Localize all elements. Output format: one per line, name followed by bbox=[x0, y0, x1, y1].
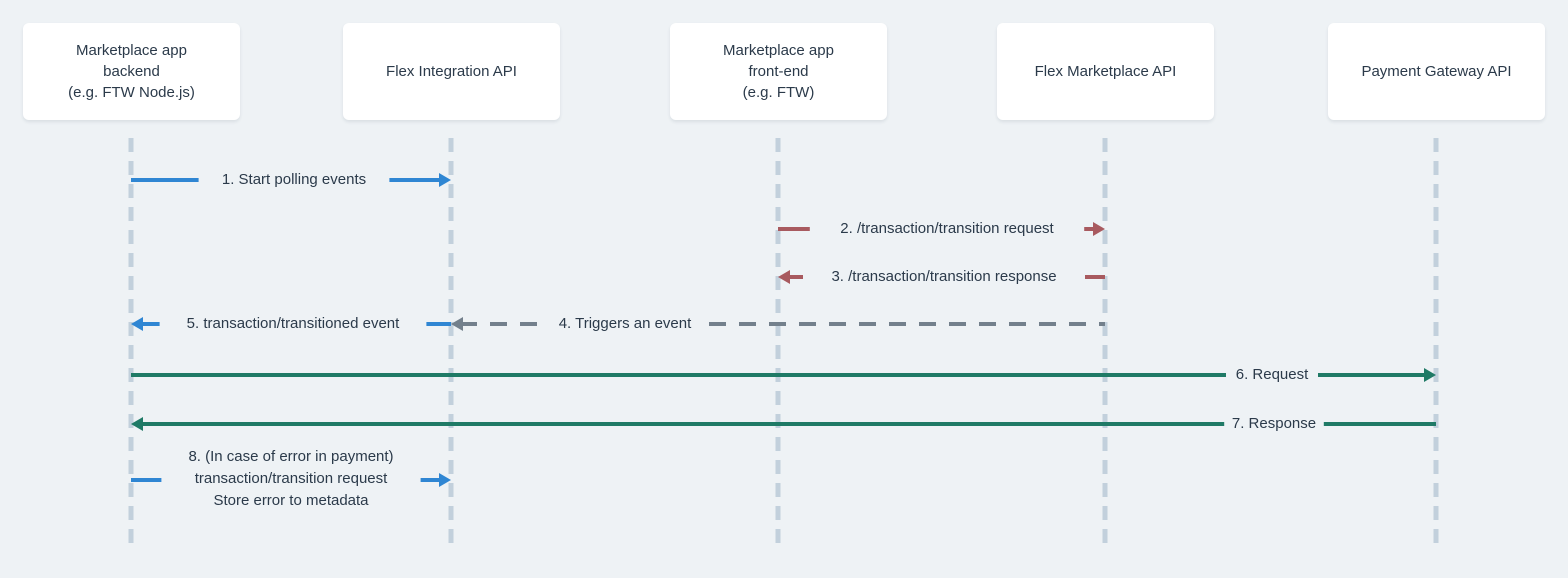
message-label-8: 8. (In case of error in payment) transac… bbox=[188, 448, 394, 509]
message-arrowhead-7 bbox=[131, 417, 143, 431]
message-arrowhead-1 bbox=[439, 173, 451, 187]
message-label-3: 3. /transaction/transition response bbox=[831, 268, 1057, 285]
message-label-5: 5. transaction/transitioned event bbox=[186, 315, 400, 332]
message-arrowhead-6 bbox=[1424, 368, 1436, 382]
message-arrowhead-3 bbox=[778, 270, 790, 284]
participant-label: Flex Integration API bbox=[386, 63, 517, 80]
message-arrowhead-5 bbox=[131, 317, 143, 331]
participant-label: Marketplace app front-end (e.g. FTW) bbox=[723, 42, 834, 101]
message-label-4: 4. Triggers an event bbox=[558, 315, 692, 332]
participant-label: Payment Gateway API bbox=[1361, 63, 1512, 80]
participant-marketplace[interactable]: Flex Marketplace API bbox=[997, 23, 1214, 120]
participant-integration[interactable]: Flex Integration API bbox=[343, 23, 560, 120]
message-arrowhead-8 bbox=[439, 473, 451, 487]
message-label-1: 1. Start polling events bbox=[221, 171, 367, 188]
message-label-2: 2. /transaction/transition request bbox=[840, 220, 1054, 237]
participant-gateway[interactable]: Payment Gateway API bbox=[1328, 23, 1545, 120]
participant-backend[interactable]: Marketplace app backend (e.g. FTW Node.j… bbox=[23, 23, 240, 120]
message-label-7: 7. Response bbox=[1231, 415, 1317, 432]
message-arrowhead-2 bbox=[1093, 222, 1105, 236]
participant-frontend[interactable]: Marketplace app front-end (e.g. FTW) bbox=[670, 23, 887, 120]
message-arrowhead-4 bbox=[451, 317, 463, 331]
participant-label: Marketplace app backend (e.g. FTW Node.j… bbox=[68, 42, 195, 101]
participant-label: Flex Marketplace API bbox=[1034, 63, 1177, 80]
message-label-6: 6. Request bbox=[1235, 366, 1309, 383]
